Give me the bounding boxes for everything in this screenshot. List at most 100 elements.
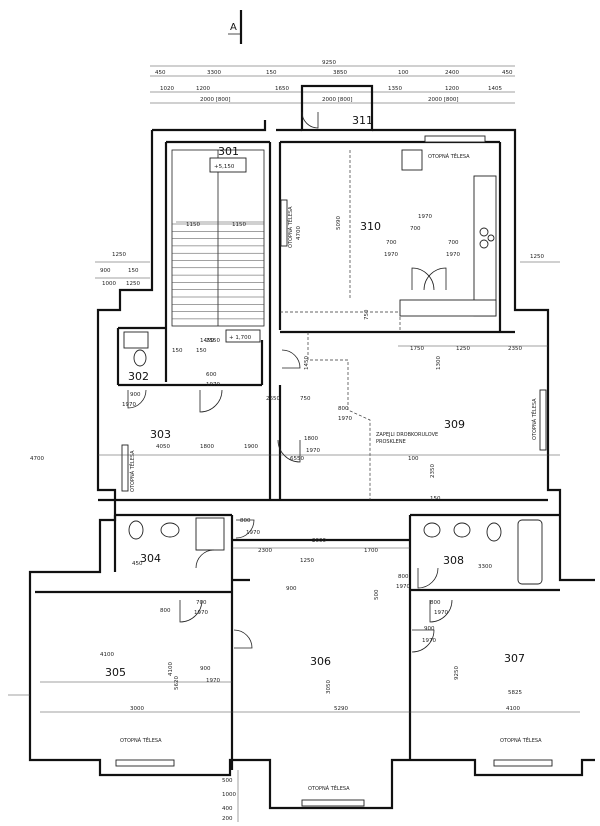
interior-dimension: 750 [300,396,311,402]
door-dimension: 1800 [304,436,318,442]
section-mark-label: A [230,22,237,33]
radiator-label: OTOPNÁ TĚLESA [120,736,162,744]
door-swing [199,389,223,413]
interior-dimension: 1300 [436,356,442,370]
dim-left-1: 1250 [112,252,126,258]
interior-dimension: 9250 [454,666,460,680]
radiator-306 [301,799,365,807]
room-304-label: 304 [140,552,161,565]
dim-row3-1: 2000 [800] [200,97,231,103]
interior-dimension: 5090 [336,216,342,230]
room-308-label: 308 [443,554,464,567]
interior-dimension: 2000 [312,538,326,544]
level-upper: +5,150 [214,164,235,170]
interior-dimension: 1450 [200,338,214,344]
sink-308a [423,522,441,538]
door-dimension: 600 [206,372,217,378]
interior-dimension: 100 [408,456,419,462]
level-box-upper [209,157,247,173]
door-dimension: 900 [424,626,435,632]
interior-dimension: 1150 [232,222,246,228]
kitchen-fixtures: OTOPNÁ TĚLESA [399,135,497,317]
walls [28,84,595,810]
bathtub-308 [517,519,543,585]
room-310-label: 310 [360,220,381,233]
dim-top-7: 450 [502,70,513,76]
interior-dimension: 4700 [296,226,302,240]
hob-burner [479,239,489,249]
door-swing [233,629,253,649]
dim-left-5: 1250 [126,281,140,287]
radiator-label: OTOPNÁ TĚLESA [530,398,538,440]
interior-dimension: 2350 [508,346,522,352]
partition-label-1: ZAPEJLI DROBKORULOVE [376,432,438,438]
dim-top-5: 100 [398,70,409,76]
staircase: +5,150 + 1,700 [171,149,265,343]
interior-dimension: 4100 [168,662,174,676]
door-dimension: 900 [130,392,141,398]
interior-dimension: 3300 [478,564,492,570]
door-dimensions: 700 1970 700 1970 800 1970 600 1970 900 1970 1800 1… [122,214,460,684]
door-dimension: 1970 [206,382,220,388]
room-303-label: 303 [150,428,171,441]
toilet-304 [128,520,144,540]
interior-dimension: 150 [196,348,207,354]
interior-dimension: 3000 [130,706,144,712]
radiator-310 [424,135,486,143]
interior-dimension: 1800 [200,444,214,450]
room-307-label: 307 [504,652,525,665]
dim-row2-6: 1405 [488,86,502,92]
door-dimension: 900 [200,666,211,672]
interior-dimension: 800 [160,608,171,614]
hob-burner [479,227,489,237]
door-swing [417,567,439,589]
level-landing: + 1,700 [229,335,252,341]
room-306-label: 306 [310,655,331,668]
interior-dimension: 5825 [508,690,522,696]
room-305-label: 305 [105,666,126,679]
door-dimension: 1970 [206,678,220,684]
door-dimension: 700 [196,600,207,606]
radiator-label: OTOPNÁ TĚLESA [500,736,542,744]
hob-burner [487,234,495,242]
dim-row2-2: 1200 [196,86,210,92]
dim-row3-2: 2000 [800] [322,97,353,103]
radiator-label: OTOPNÁ TĚLESA [286,206,294,248]
door-swing [235,519,255,539]
room-311-label: 311 [352,114,373,127]
shower-304 [195,517,225,551]
toilet-302 [133,349,147,367]
kitchen-counter-bottom [399,299,497,317]
door-dimension: 1970 [122,402,136,408]
door-swing [195,549,215,569]
sink-304 [160,522,180,538]
door-swing [277,439,301,463]
radiator-label: OTOPNÁ TĚLESA [428,152,470,160]
sink-308b [453,522,471,538]
interior-dimension: 4100 [506,706,520,712]
interior-dimension: 1250 [300,558,314,564]
door-dimension: 700 [410,226,421,232]
interior-dimension: 2550 [206,338,220,344]
interior-dimension: 450 [132,561,143,567]
door-swing [423,267,447,291]
radiator-310b [280,199,288,247]
door-dimension: 700 [448,240,459,246]
door-dimension: 1970 [246,530,260,536]
section-mark: A [228,10,243,44]
radiator-303 [121,444,129,492]
interior-dimension: 4700 [30,456,44,462]
door-dimension: 1970 [338,416,352,422]
door-swing [411,629,435,653]
dim-top-4: 3850 [333,70,347,76]
dim-row3-3: 2000 [800] [428,97,459,103]
dim-row2-3: 1650 [275,86,289,92]
interior-dimension: 5620 [174,676,180,690]
partition-label-2: PROSKLENE [376,439,406,445]
bathroom-fixtures [123,331,543,585]
interior-dimension: 1450 [304,356,310,370]
interior-dimension: 1700 [364,548,378,554]
dim-bottom-1: 500 [222,778,233,784]
radiator-label: OTOPNÁ TĚLESA [308,784,350,792]
